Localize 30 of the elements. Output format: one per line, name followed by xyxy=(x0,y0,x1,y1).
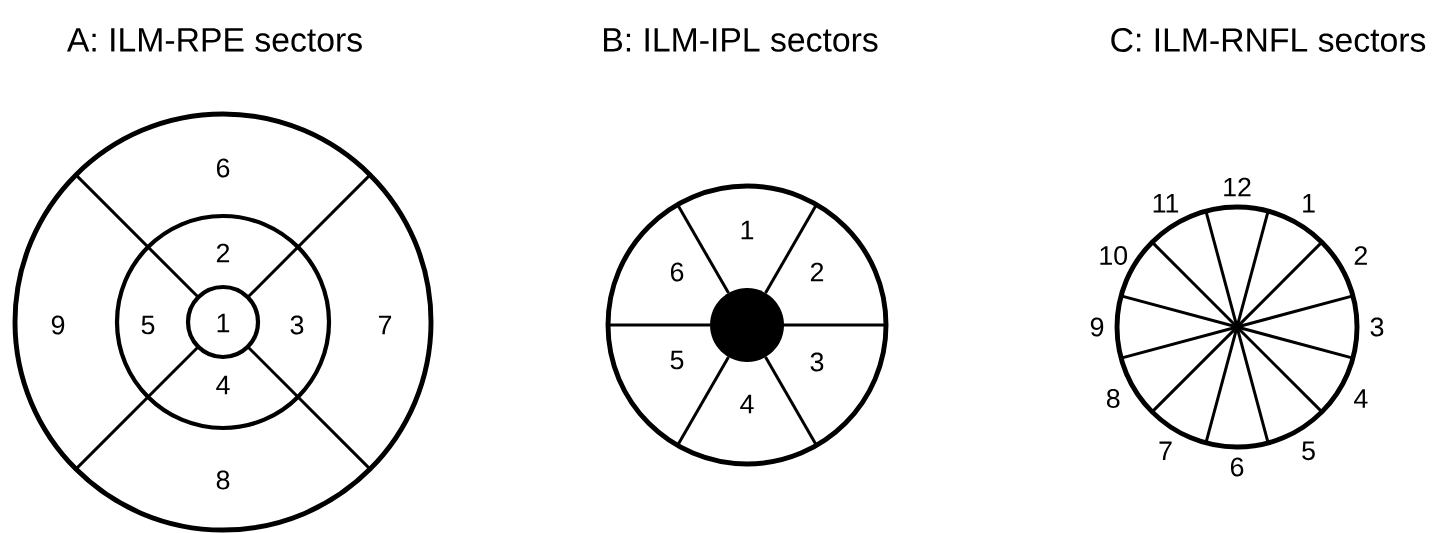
sector-number: 4 xyxy=(740,394,754,414)
sector-number: 6 xyxy=(670,262,684,282)
sector-number: 1 xyxy=(1303,194,1315,213)
sector-number: 7 xyxy=(378,315,392,335)
sector-number: 3 xyxy=(1370,317,1384,337)
sector-number: 8 xyxy=(1106,389,1120,408)
sector-number: 5 xyxy=(670,350,684,370)
sector-number: 5 xyxy=(1302,441,1315,461)
sector-number: 6 xyxy=(1230,457,1244,477)
panel-title: A: ILM-RPE sectors xyxy=(66,28,362,52)
sector-number: 10 xyxy=(1100,246,1128,265)
sector-number: 2 xyxy=(1354,246,1367,265)
sector-number: 11 xyxy=(1153,194,1179,213)
sector-number: 1 xyxy=(741,220,754,240)
sector-number: 2 xyxy=(810,262,824,282)
sector-number: 9 xyxy=(51,315,65,335)
sector-number: 9 xyxy=(1090,317,1104,337)
sector-number: 3 xyxy=(810,352,824,372)
sector-number: 4 xyxy=(216,375,230,395)
sector-number: 5 xyxy=(141,315,155,335)
sector-number: 1 xyxy=(217,313,230,333)
sector-number: 7 xyxy=(1159,441,1172,460)
panel-title: C: ILM-RNFL sectors xyxy=(1111,28,1426,52)
sector-number: 12 xyxy=(1224,177,1251,197)
sector-number: 3 xyxy=(290,315,304,335)
sector-number: 8 xyxy=(216,470,230,490)
sector-number: 4 xyxy=(1354,389,1368,408)
panel-title: B: ILM-IPL sectors xyxy=(604,28,878,52)
sector-number: 2 xyxy=(216,243,230,263)
sector-number: 6 xyxy=(216,158,230,178)
